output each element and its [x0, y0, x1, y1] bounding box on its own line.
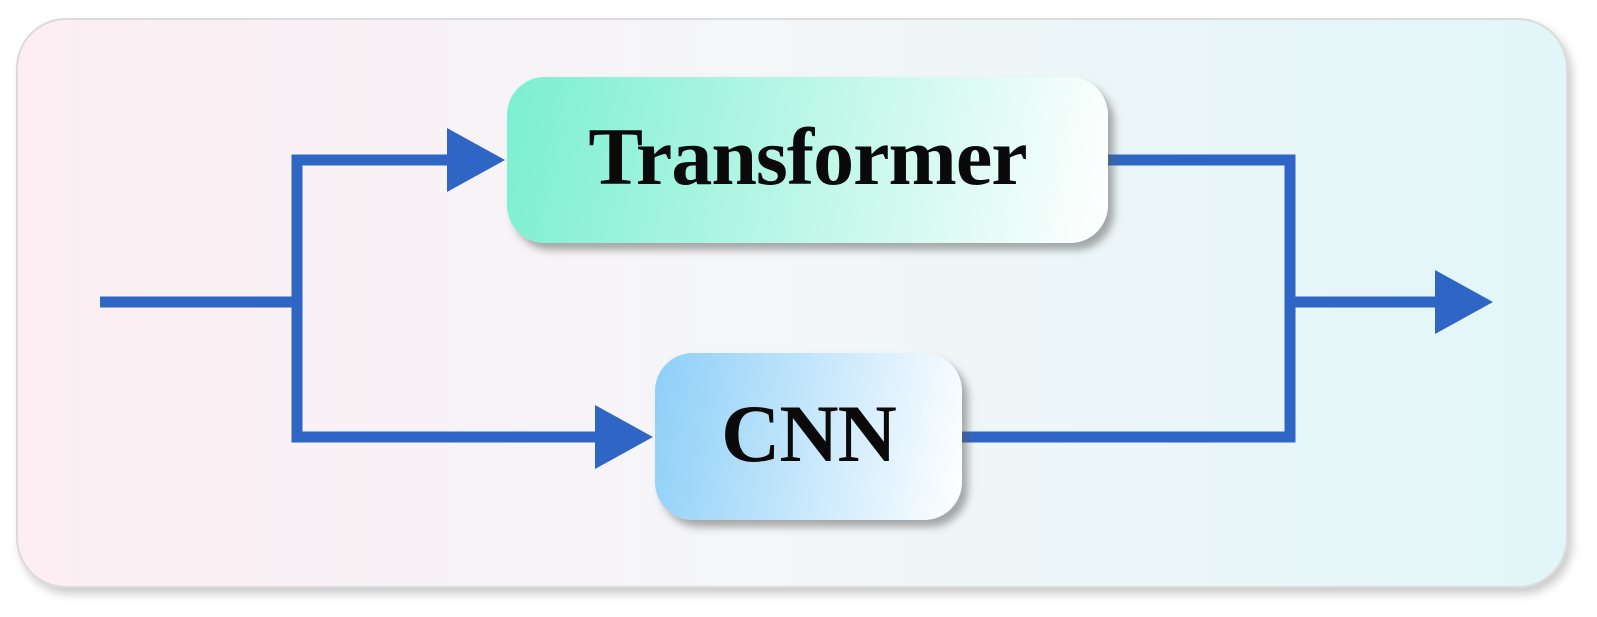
- cnn-label: CNN: [721, 387, 897, 479]
- transformer-node: Transformer: [507, 77, 1108, 243]
- transformer-label: Transformer: [588, 111, 1027, 202]
- cnn-node: CNN: [655, 353, 962, 520]
